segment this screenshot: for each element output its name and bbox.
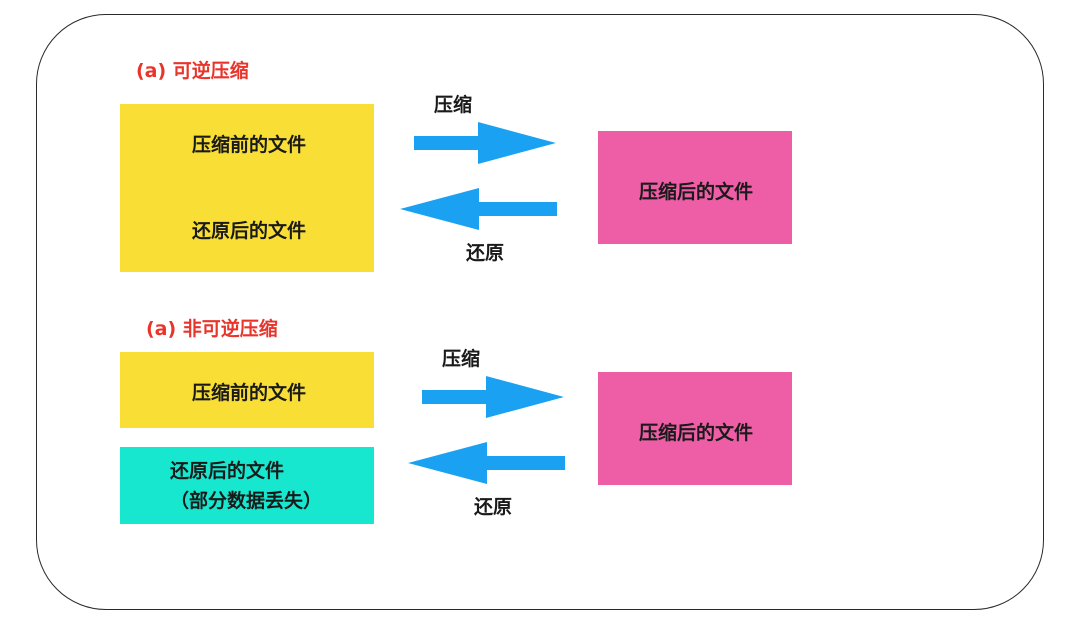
reversible-compress-arrow-icon — [414, 122, 556, 164]
reversible-restored-label: 还原后的文件 — [192, 220, 307, 242]
reversible-source-box — [120, 104, 374, 272]
irreversible-restore-arrow-icon — [408, 442, 565, 484]
irreversible-restore-label: 还原 — [474, 496, 513, 518]
reversible-before-label: 压缩前的文件 — [192, 134, 307, 156]
irreversible-restored-box — [120, 447, 374, 524]
irreversible-data-loss-note: （部分数据丢失） — [170, 490, 323, 512]
irreversible-compress-arrow-icon — [422, 376, 564, 418]
irreversible-before-label: 压缩前的文件 — [192, 382, 307, 404]
reversible-restore-label: 还原 — [466, 242, 505, 264]
irreversible-compressed-box — [598, 372, 792, 485]
reversible-compress-label: 压缩 — [434, 94, 473, 116]
irreversible-compress-label: 压缩 — [442, 348, 481, 370]
diagram-frame — [36, 14, 1044, 610]
irreversible-compressed-label: 压缩后的文件 — [639, 422, 754, 444]
irreversible-restored-label: 还原后的文件 — [170, 460, 285, 482]
reversible-compressed-box — [598, 131, 792, 244]
reversible-compressed-label: 压缩后的文件 — [639, 181, 754, 203]
reversible-restore-arrow-icon — [400, 188, 557, 230]
reversible-section-title: (a) 可逆压缩 — [136, 60, 249, 82]
irreversible-section-title: (a) 非可逆压缩 — [146, 318, 278, 340]
irreversible-source-box — [120, 352, 374, 428]
